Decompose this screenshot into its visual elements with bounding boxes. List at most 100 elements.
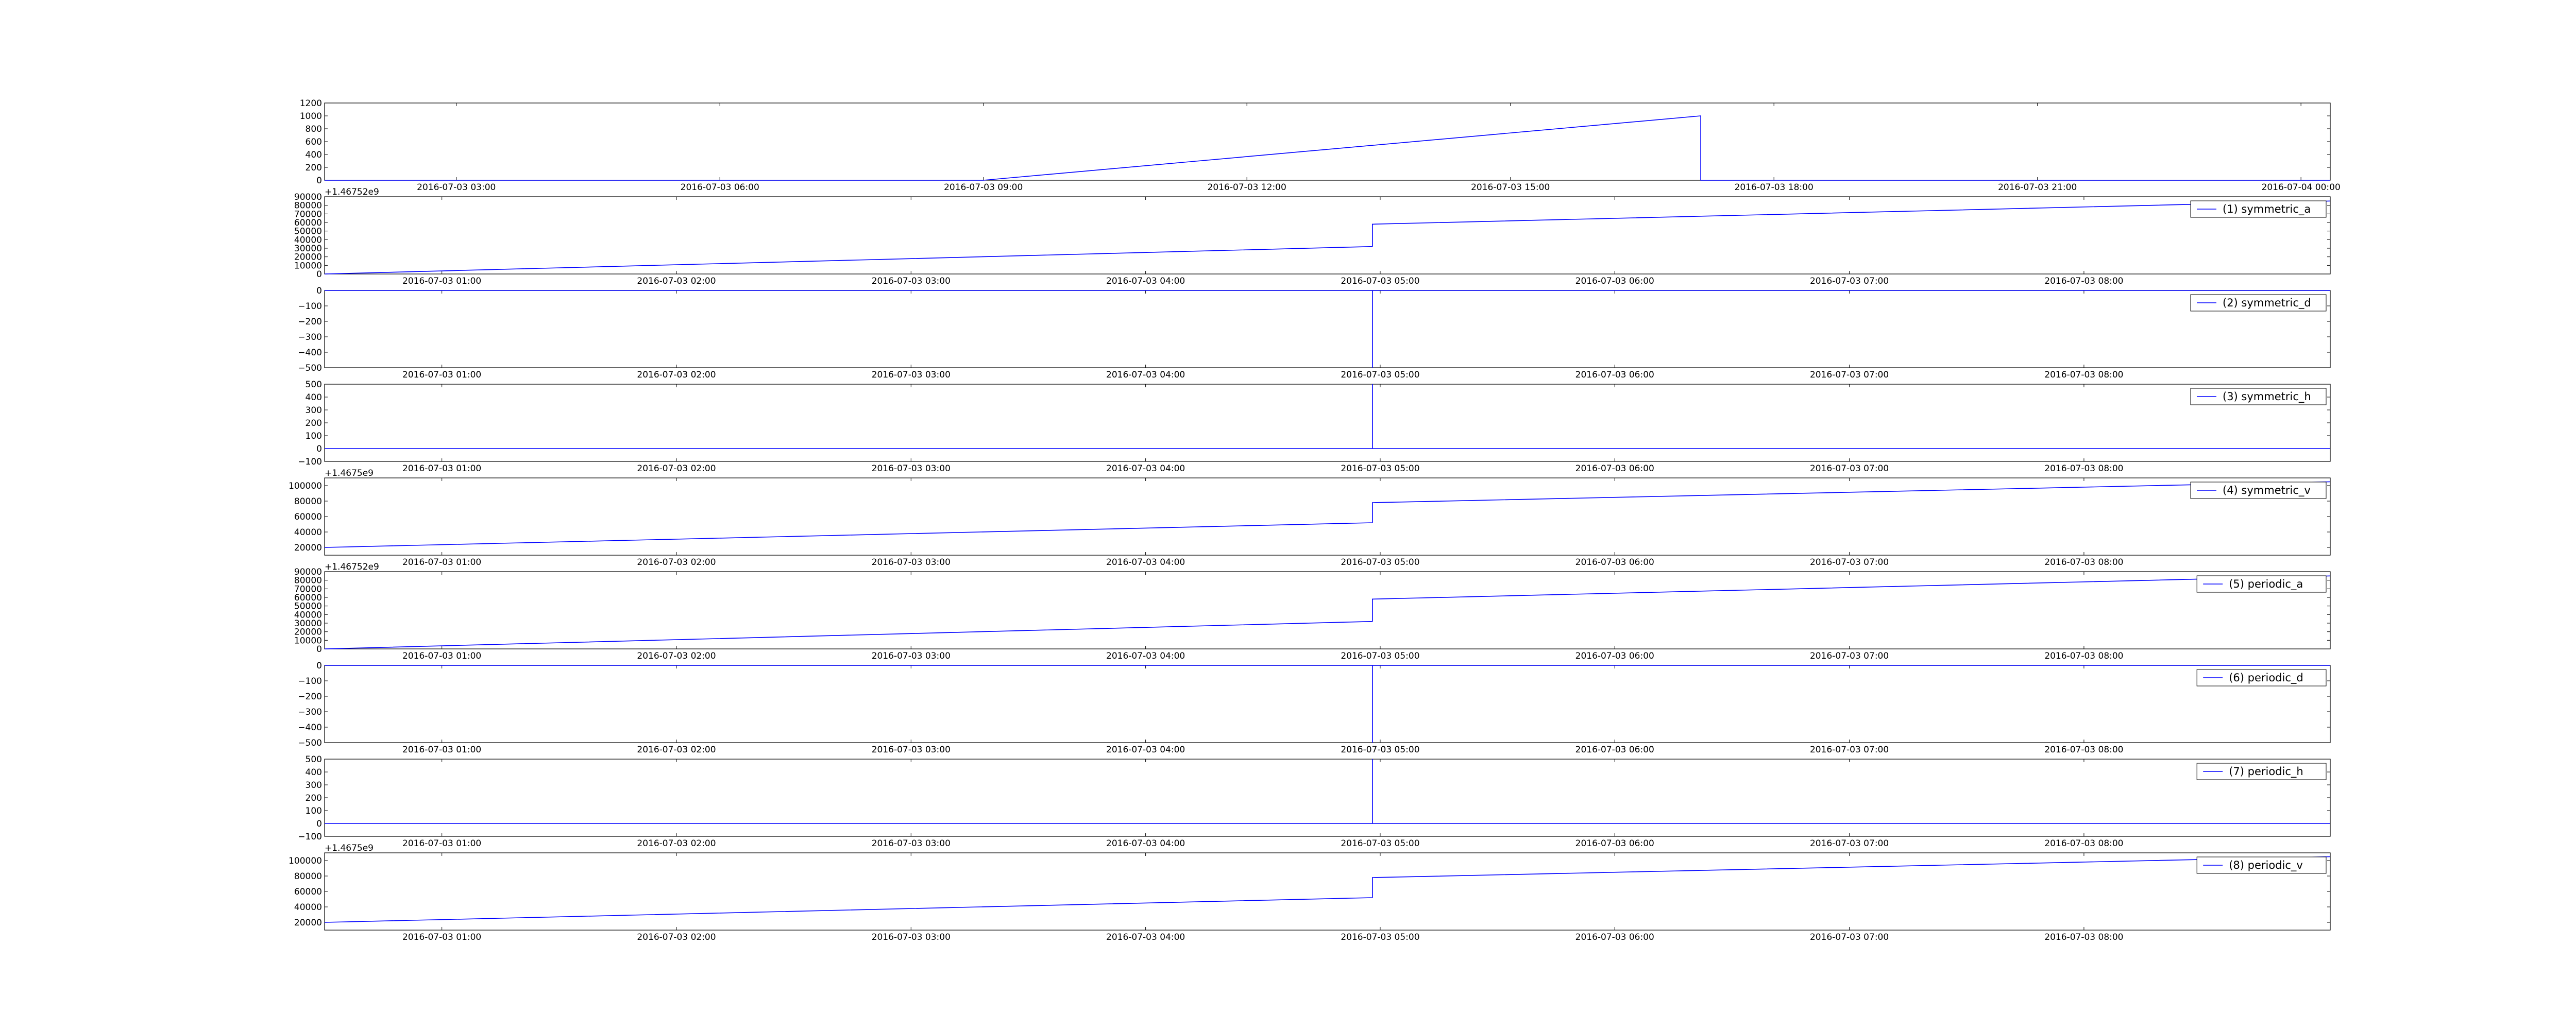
legend: (4) symmetric_v [2190, 482, 2327, 499]
x-tick-label: 2016-07-03 03:00 [872, 276, 951, 286]
x-tick-label: 2016-07-03 02:00 [637, 370, 716, 380]
y-tick-label: 50000 [294, 227, 322, 237]
x-tick-label: 2016-07-03 08:00 [2044, 838, 2123, 849]
x-tick-label: 2016-07-03 01:00 [402, 370, 481, 380]
series-line-7 [325, 665, 2330, 743]
legend-label: (2) symmetric_d [2223, 297, 2311, 310]
legend-label: (6) periodic_d [2229, 672, 2303, 684]
y-tick-label: 100000 [289, 481, 322, 491]
x-tick-label: 2016-07-03 04:00 [1106, 932, 1185, 942]
x-tick-label: 2016-07-03 03:00 [872, 557, 951, 568]
y-tick-label: 300 [306, 405, 322, 416]
y-tick-label: 600 [306, 137, 322, 147]
y-tick-label: 100 [306, 431, 322, 441]
x-tick-label: 2016-07-03 01:00 [402, 745, 481, 755]
y-tick-label: 20000 [294, 252, 322, 263]
legend: (1) symmetric_a [2190, 200, 2327, 218]
x-offset-label: +1.46752e9 [325, 187, 379, 197]
y-tick-label: 60000 [294, 593, 322, 603]
x-tick-label: 2016-07-03 08:00 [2044, 745, 2123, 755]
x-tick-label: 2016-07-03 07:00 [1810, 557, 1889, 568]
legend: (7) periodic_h [2196, 763, 2327, 780]
x-tick-label: 2016-07-03 02:00 [637, 932, 716, 942]
x-tick-label: 2016-07-03 05:00 [1341, 464, 1419, 474]
x-tick-label: 2016-07-03 04:00 [1106, 838, 1185, 849]
x-tick-label: 2016-07-03 12:00 [1208, 182, 1286, 193]
x-offset-label: +1.4675e9 [325, 843, 374, 853]
x-tick-label: 2016-07-03 05:00 [1341, 838, 1419, 849]
axes-frame [324, 102, 2331, 181]
axes-frame [324, 665, 2331, 743]
y-tick-label: 100 [306, 806, 322, 816]
series-line-2 [324, 200, 2331, 274]
series-line-6 [324, 575, 2331, 649]
y-tick-label: −400 [298, 348, 322, 358]
y-tick-label: 40000 [294, 902, 322, 913]
y-tick-label: −100 [298, 301, 322, 312]
x-tick-label: 2016-07-03 01:00 [402, 276, 481, 286]
x-tick-label: 2016-07-03 07:00 [1810, 838, 1889, 849]
y-tick-label: 0 [316, 644, 322, 655]
x-tick-label: 2016-07-03 09:00 [944, 182, 1023, 193]
x-tick-label: 2016-07-03 01:00 [402, 557, 481, 568]
x-tick-label: 2016-07-03 02:00 [637, 557, 716, 568]
x-tick-label: 2016-07-03 08:00 [2044, 932, 2123, 942]
y-tick-label: 60000 [294, 512, 322, 522]
y-tick-label: 80000 [294, 201, 322, 211]
x-tick-label: 2016-07-03 05:00 [1341, 370, 1419, 380]
x-tick-label: 2016-07-03 07:00 [1810, 932, 1889, 942]
y-tick-label: −500 [298, 738, 322, 748]
y-tick-label: −200 [298, 317, 322, 327]
y-tick-label: 90000 [294, 192, 322, 202]
series-line-5 [324, 481, 2331, 548]
axes-frame [324, 852, 2331, 931]
x-tick-label: 2016-07-03 02:00 [637, 745, 716, 755]
series-line-3 [325, 290, 2330, 368]
x-tick-label: 2016-07-04 00:00 [2262, 182, 2341, 193]
x-tick-label: 2016-07-03 06:00 [1575, 276, 1654, 286]
y-tick-label: 60000 [294, 887, 322, 897]
axes-frame [324, 571, 2331, 649]
y-tick-label: 0 [316, 286, 322, 296]
x-tick-label: 2016-07-03 08:00 [2044, 557, 2123, 568]
x-tick-label: 2016-07-03 07:00 [1810, 370, 1889, 380]
y-tick-label: 100000 [289, 856, 322, 866]
series-line-4 [325, 384, 2330, 449]
y-tick-label: 200 [306, 793, 322, 803]
y-tick-label: 1000 [300, 111, 322, 122]
x-tick-label: 2016-07-03 06:00 [1575, 464, 1654, 474]
legend-label: (1) symmetric_a [2223, 203, 2311, 216]
y-tick-label: 0 [316, 819, 322, 829]
legend-label: (7) periodic_h [2229, 765, 2303, 778]
x-tick-label: 2016-07-03 06:00 [1575, 370, 1654, 380]
x-tick-label: 2016-07-03 03:00 [872, 651, 951, 661]
x-tick-label: 2016-07-03 06:00 [1575, 932, 1654, 942]
y-tick-label: 80000 [294, 871, 322, 882]
y-tick-label: −100 [298, 457, 322, 467]
y-tick-label: 90000 [294, 567, 322, 577]
x-tick-label: 2016-07-03 06:00 [1575, 745, 1654, 755]
x-tick-label: 2016-07-03 08:00 [2044, 370, 2123, 380]
legend: (5) periodic_a [2196, 575, 2327, 593]
series-line-8 [325, 759, 2330, 824]
x-tick-label: 2016-07-03 06:00 [681, 182, 759, 193]
legend-label: (8) periodic_v [2229, 859, 2303, 872]
y-tick-label: 80000 [294, 496, 322, 507]
y-tick-label: 0 [316, 176, 322, 186]
y-tick-label: 0 [316, 444, 322, 454]
x-tick-label: 2016-07-03 01:00 [402, 464, 481, 474]
x-tick-label: 2016-07-03 03:00 [872, 838, 951, 849]
x-tick-label: 2016-07-03 02:00 [637, 838, 716, 849]
y-tick-label: 200 [306, 418, 322, 428]
y-tick-label: 40000 [294, 610, 322, 620]
y-tick-label: −300 [298, 332, 322, 342]
y-tick-label: 800 [306, 124, 322, 134]
x-tick-label: 2016-07-03 06:00 [1575, 838, 1654, 849]
x-tick-label: 2016-07-03 07:00 [1810, 745, 1889, 755]
y-tick-label: 1200 [300, 98, 322, 109]
x-tick-label: 2016-07-03 03:00 [872, 932, 951, 942]
